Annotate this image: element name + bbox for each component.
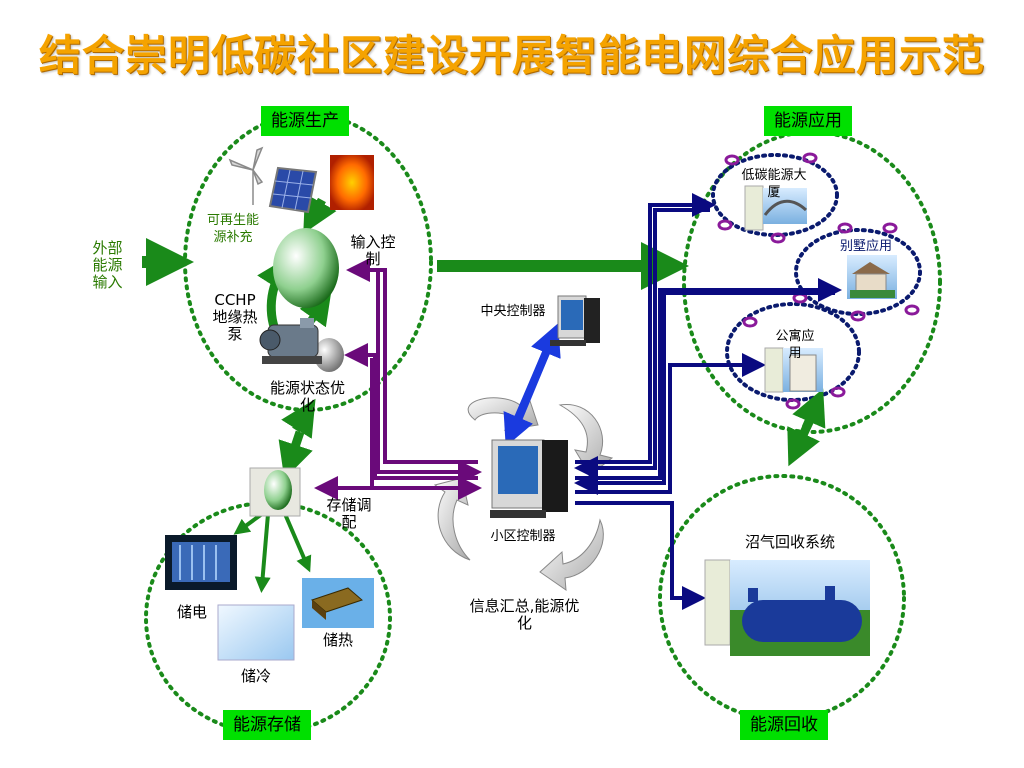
label-central-controller: 中央控制器 [480, 304, 546, 319]
label-cchp: CCHP 地缘热 泵 [212, 291, 258, 343]
wind-turbine-icon [228, 146, 264, 205]
tag-energy-production: 能源生产 [261, 106, 349, 136]
biogas-system-icon [704, 559, 870, 656]
cold-storage-icon [217, 604, 295, 661]
label-apartment: 公寓应 用 [775, 329, 815, 361]
page-title: 结合崇明低碳社区建设开展智能电网综合应用示范 [38, 31, 985, 80]
lowcarbon-building-icon [744, 185, 808, 231]
label-electricity-storage: 储电 [176, 603, 207, 621]
purple-lines [314, 258, 482, 500]
label-heat-storage: 储热 [322, 631, 353, 649]
electricity-storage-icon [165, 535, 237, 590]
storage-controller-icon [249, 467, 301, 517]
villa-icon [847, 255, 897, 299]
label-biogas-system: 沼气回收系统 [744, 533, 835, 551]
community-controller-computer-icon [490, 439, 568, 518]
central-controller-computer-icon [550, 295, 600, 346]
navy-lines [574, 193, 842, 610]
cchp-machine-icon [259, 318, 322, 364]
sun-icon [330, 155, 374, 210]
green-arrows [142, 193, 826, 593]
label-community-controller: 小区控制器 [490, 529, 556, 544]
label-storage-dispatch: 存储调 配 [326, 496, 372, 531]
label-renewable: 可再生能 源补充 [206, 213, 259, 245]
label-cold-storage: 储冷 [240, 667, 271, 685]
tag-energy-application: 能源应用 [764, 106, 852, 136]
label-input-control: 输入控 制 [350, 233, 396, 268]
solar-panel-icon [268, 166, 318, 214]
label-lowcarbon-building: 低碳能源大 厦 [741, 168, 807, 200]
blue-link-arrow-reverse [514, 323, 561, 422]
input-control-sphere [273, 228, 339, 308]
label-external-input: 外部 能源 输入 [92, 239, 123, 291]
villa-region [794, 228, 922, 316]
label-state-optimization: 能源状态优 化 [269, 379, 345, 414]
label-info-summary: 信息汇总,能源优 化 [469, 597, 580, 632]
tag-energy-storage: 能源存储 [223, 710, 311, 740]
apartment-icon [764, 347, 823, 393]
heat-storage-icon [302, 578, 374, 628]
tag-energy-recovery: 能源回收 [740, 710, 828, 740]
label-villa: 别墅应用 [839, 239, 892, 254]
